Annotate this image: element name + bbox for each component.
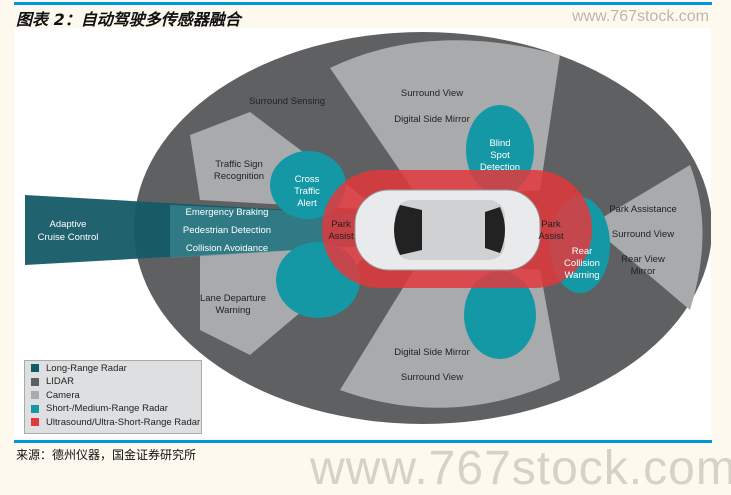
label-rear-view-mirror: Rear View: [621, 254, 665, 265]
legend-swatch: [31, 404, 39, 413]
legend-item: Long-Range Radar: [31, 362, 201, 375]
label-rear-collision: Warning: [564, 270, 599, 281]
label-park-assist-front: Park: [331, 219, 351, 230]
label-traffic-sign: Recognition: [214, 171, 264, 182]
legend-item: LIDAR: [31, 375, 201, 388]
legend-label: Short-/Medium-Range Radar: [46, 403, 168, 414]
label-digital-side-mirror-bottom: Digital Side Mirror: [394, 347, 470, 358]
legend-item: Short-/Medium-Range Radar: [31, 402, 201, 415]
top-rule: [14, 2, 712, 5]
label-surround-view-top: Surround View: [401, 88, 463, 99]
legend-item: Camera: [31, 389, 201, 402]
watermark-small: www.767stock.com: [572, 8, 709, 25]
diagram-panel: Surround Sensing Surround View Digital S…: [14, 28, 711, 438]
legend-swatch: [31, 418, 39, 426]
label-park-assistance: Park Assistance: [609, 204, 677, 215]
camera-rear: [590, 165, 703, 310]
legend-swatch: [31, 391, 39, 399]
label-emergency-braking: Emergency Braking: [186, 207, 269, 218]
bottom-side-radar: [464, 271, 536, 359]
figure-title: 图表 2：自动驾驶多传感器融合: [16, 10, 241, 29]
bottom-rule: [14, 440, 712, 443]
label-cross-traffic: Alert: [297, 198, 317, 209]
legend-label: Ultrasound/Ultra-Short-Range Radar: [46, 416, 201, 428]
cross-traffic-radar: [270, 151, 346, 219]
label-lane-departure: Lane Departure: [200, 293, 266, 304]
label-rear-collision: Rear: [572, 246, 593, 257]
legend-swatch: [31, 377, 39, 386]
label-adaptive-cruise: Adaptive: [50, 219, 87, 230]
watermark: www.767stock.com: [310, 442, 731, 495]
label-pedestrian-detection: Pedestrian Detection: [183, 225, 271, 236]
label-surround-view-right: Surround View: [612, 229, 674, 240]
car-windshield: [394, 205, 422, 255]
label-adaptive-cruise: Cruise Control: [38, 232, 99, 243]
label-park-assist-rear: Assist: [538, 231, 564, 242]
legend-label: Long-Range Radar: [46, 362, 127, 374]
label-lane-departure: Warning: [215, 305, 250, 316]
label-digital-side-mirror-top: Digital Side Mirror: [394, 114, 470, 125]
car-roof: [395, 200, 505, 260]
label-surround-sensing: Surround Sensing: [249, 96, 325, 107]
label-traffic-sign: Traffic Sign: [215, 159, 263, 170]
car-rear-window: [485, 207, 505, 253]
legend-label: LIDAR: [46, 376, 74, 387]
legend-label: Camera: [46, 389, 80, 401]
label-cross-traffic: Traffic: [294, 186, 320, 197]
label-blind-spot: Spot: [490, 150, 510, 161]
label-rear-view-mirror: Mirror: [631, 266, 656, 277]
sensor-fusion-diagram: Surround Sensing Surround View Digital S…: [25, 32, 711, 424]
label-surround-view-bottom: Surround View: [401, 372, 463, 383]
label-rear-collision: Collision: [564, 258, 600, 269]
legend: Long-Range Radar LIDAR Camera Short-/Med…: [24, 360, 202, 434]
legend-swatch: [31, 364, 39, 372]
label-blind-spot: Blind: [489, 138, 510, 149]
source-note: 来源：德州仪器，国金证券研究所: [16, 448, 197, 462]
label-cross-traffic: Cross: [295, 174, 320, 185]
label-park-assist-front: Assist: [328, 231, 354, 242]
legend-item: Ultrasound/Ultra-Short-Range Radar: [31, 416, 201, 429]
label-blind-spot: Detection: [480, 162, 520, 173]
label-collision-avoidance: Collision Avoidance: [186, 243, 268, 254]
label-park-assist-rear: Park: [541, 219, 561, 230]
